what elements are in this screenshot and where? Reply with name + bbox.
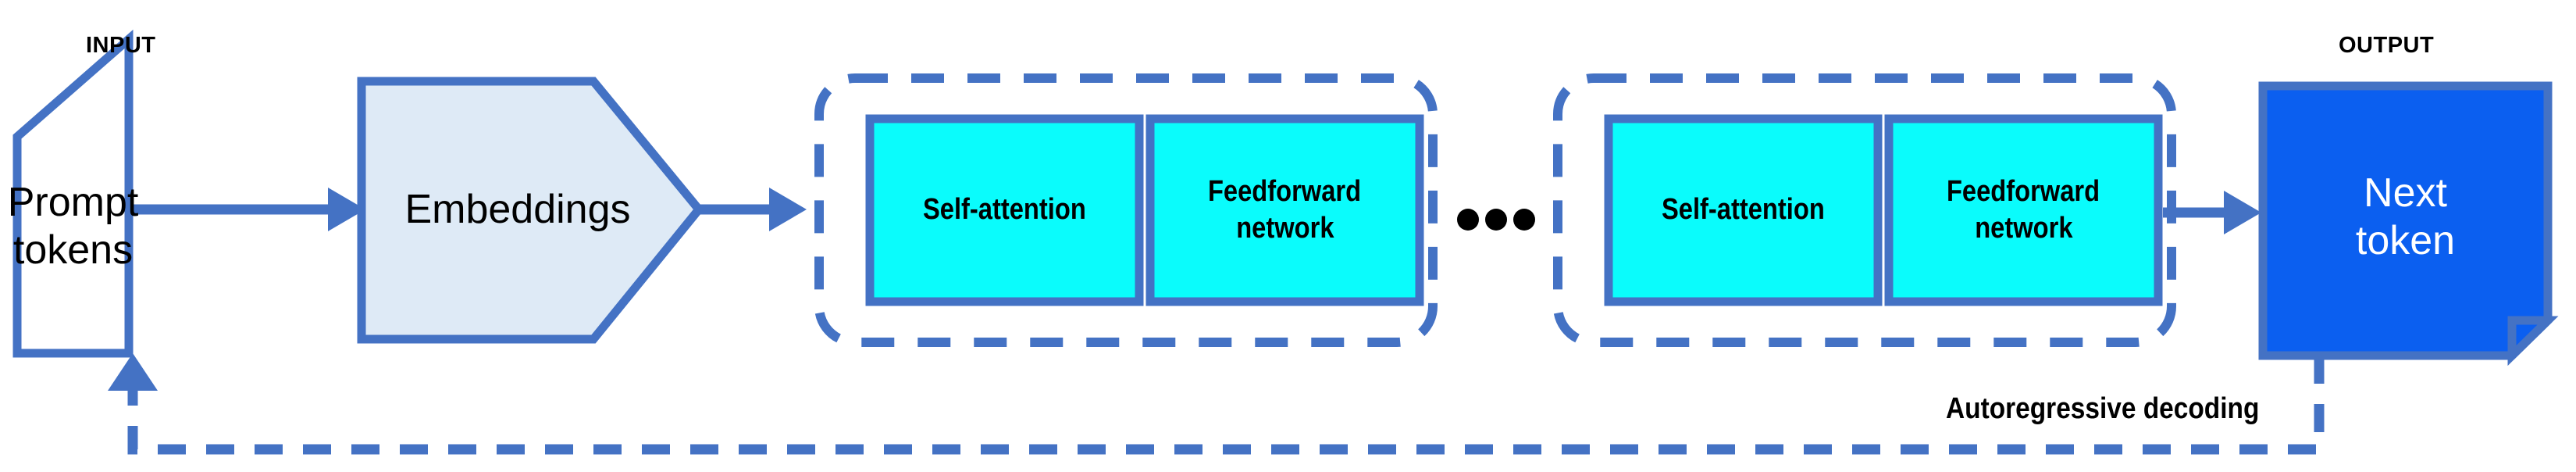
feedforward-network-label-first-line1: Feedforward [1208,174,1362,208]
output-node-label-line2: token [2355,218,2456,263]
feedforward-network-label-last-line2: network [1974,212,2073,245]
input-node-label-group: Prompt tokens [8,125,139,328]
output-node-label-group: Next token [2263,92,2548,342]
feedforward-network-label-group-first: Feedforward network [1150,119,1420,302]
feedforward-network-box-first[interactable] [1145,114,1424,306]
embeddings-node-label: Embeddings [404,187,631,233]
embeddings-node-label-group: Embeddings [362,81,674,339]
input-node-shape[interactable] [12,29,134,358]
feedforward-network-box-last[interactable] [1884,114,2163,306]
self-attention-label-group-first: Self-attention [870,119,1139,302]
self-attention-label-last: Self-attention [1662,193,1825,227]
connector-input-to-embeddings [133,188,365,231]
input-node-label-line1: Prompt [7,179,139,225]
feedforward-network-label-last-line1: Feedforward [1947,174,2100,208]
connector-output-to-input-feedback [108,353,2325,455]
self-attention-box-first[interactable] [865,114,1144,306]
input-caption: INPUT [86,33,156,58]
output-node-label-line1: Next [2364,170,2447,216]
output-node-shape[interactable] [2258,81,2559,367]
output-caption: OUTPUT [2339,33,2435,58]
input-node-label-line2: tokens [12,227,134,273]
feedforward-network-label-group-last: Feedforward network [1889,119,2158,302]
self-attention-box-last[interactable] [1604,114,1883,306]
connector-last-block-to-output [2163,191,2261,234]
self-attention-label-first: Self-attention [923,193,1086,227]
feedforward-network-label-first-line2: network [1235,212,1334,245]
ellipsis-icon [1457,209,1535,231]
transformer-block-container-first[interactable] [814,73,1438,347]
feedback-connector-label: Autoregressive decoding [1946,392,2260,425]
self-attention-label-group-last: Self-attention [1609,119,1878,302]
embeddings-node-shape[interactable] [357,77,705,344]
connector-embeddings-to-first-block [697,188,807,231]
